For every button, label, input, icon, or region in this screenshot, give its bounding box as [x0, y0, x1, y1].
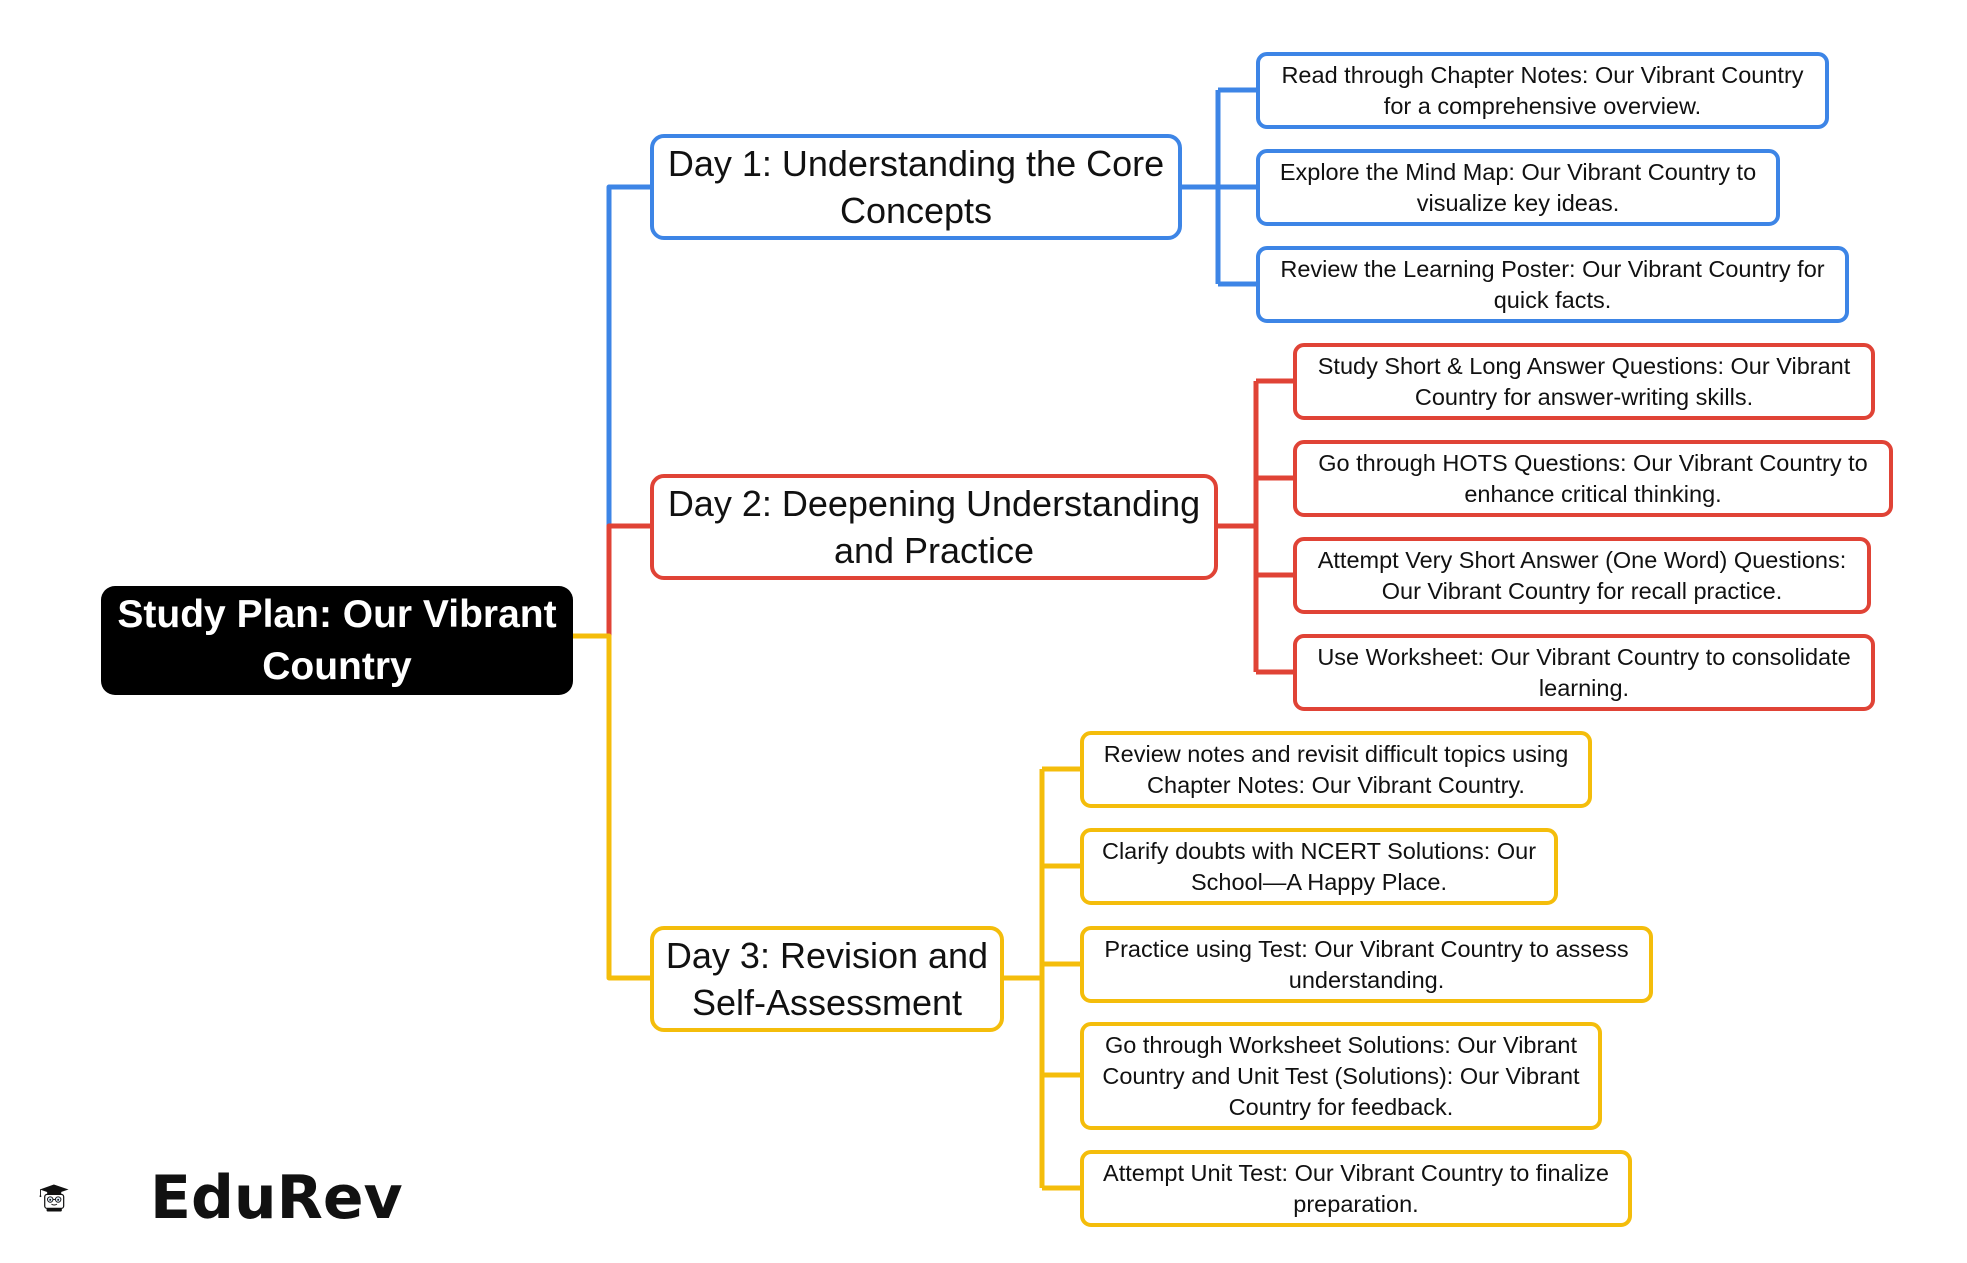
- edurev-logo: [39, 1184, 69, 1212]
- day-2-item-1: Study Short & Long Answer Questions: Our…: [1293, 343, 1875, 420]
- day-2-item-2: Go through HOTS Questions: Our Vibrant C…: [1293, 440, 1893, 517]
- day-3-item-1: Review notes and revisit difficult topic…: [1080, 731, 1592, 808]
- day-1-item-1: Read through Chapter Notes: Our Vibrant …: [1256, 52, 1829, 129]
- day-3-item-4: Go through Worksheet Solutions: Our Vibr…: [1080, 1022, 1602, 1130]
- day-3-node: Day 3: Revision and Self-Assessment: [650, 926, 1004, 1032]
- connector-day1-items: [1182, 87, 1256, 287]
- connector-root-day2: [573, 523, 650, 639]
- graduation-cap-mascot-icon: [39, 1184, 69, 1212]
- item-text: Clarify doubts with NCERT Solutions: Our…: [1101, 837, 1537, 895]
- day-1-item-2: Explore the Mind Map: Our Vibrant Countr…: [1256, 149, 1780, 226]
- connector-root-day3: [573, 633, 650, 981]
- item-text: Study Short & Long Answer Questions: Our…: [1317, 352, 1851, 410]
- day-2-item-4: Use Worksheet: Our Vibrant Country to co…: [1293, 634, 1875, 711]
- day-3-item-5: Attempt Unit Test: Our Vibrant Country t…: [1080, 1150, 1632, 1227]
- day-2-label: Day 2: Deepening Understanding and Pract…: [667, 483, 1201, 571]
- day-1-node: Day 1: Understanding the Core Concepts: [650, 134, 1182, 240]
- item-text: Read through Chapter Notes: Our Vibrant …: [1281, 61, 1804, 119]
- item-text: Use Worksheet: Our Vibrant Country to co…: [1317, 643, 1851, 701]
- day-3-label: Day 3: Revision and Self-Assessment: [665, 935, 989, 1023]
- item-text: Go through Worksheet Solutions: Our Vibr…: [1102, 1031, 1580, 1120]
- item-text: Review notes and revisit difficult topic…: [1103, 740, 1569, 798]
- day-2-item-3: Attempt Very Short Answer (One Word) Que…: [1293, 537, 1871, 614]
- day-3-item-3: Practice using Test: Our Vibrant Country…: [1080, 926, 1653, 1003]
- connector-day3-items: [1004, 766, 1080, 1191]
- item-text: Explore the Mind Map: Our Vibrant Countr…: [1279, 158, 1757, 216]
- item-text: Go through HOTS Questions: Our Vibrant C…: [1318, 449, 1868, 507]
- connector-day2-items: [1218, 378, 1293, 675]
- day-3-item-2: Clarify doubts with NCERT Solutions: Our…: [1080, 828, 1558, 905]
- item-text: Attempt Very Short Answer (One Word) Que…: [1317, 546, 1847, 604]
- root-label: Study Plan: Our Vibrant Country: [117, 592, 557, 688]
- item-text: Practice using Test: Our Vibrant Country…: [1104, 935, 1629, 993]
- root-node: Study Plan: Our Vibrant Country: [101, 586, 573, 695]
- edurev-logo-text: EduRev: [150, 1163, 403, 1233]
- day-1-label: Day 1: Understanding the Core Concepts: [667, 143, 1165, 231]
- day-1-item-3: Review the Learning Poster: Our Vibrant …: [1256, 246, 1849, 323]
- day-2-node: Day 2: Deepening Understanding and Pract…: [650, 474, 1218, 580]
- connector-root-day1: [573, 184, 650, 639]
- item-text: Review the Learning Poster: Our Vibrant …: [1280, 255, 1825, 313]
- item-text: Attempt Unit Test: Our Vibrant Country t…: [1103, 1159, 1609, 1217]
